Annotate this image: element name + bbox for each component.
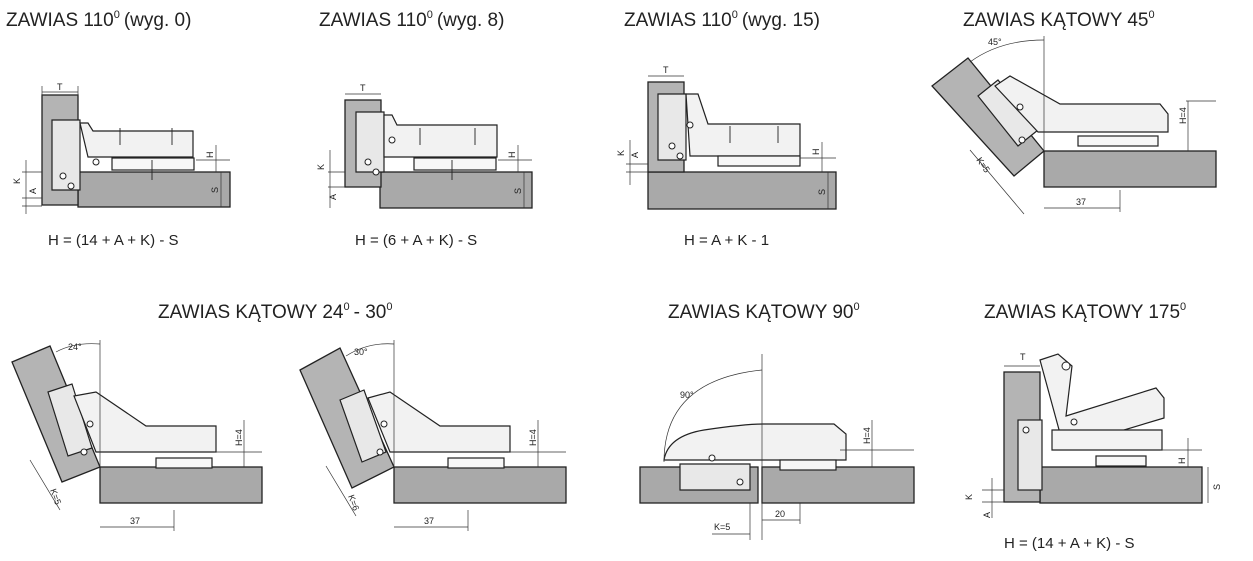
dim-H: H [811, 149, 821, 156]
dim-K: K [316, 164, 326, 170]
dim-S: S [817, 189, 827, 195]
formula-110-overlay-0: H = (14 + A + K) - S [48, 232, 178, 249]
figure-hinge-110-overlay-15: T K A H S [616, 65, 837, 210]
dim-K: K [964, 494, 974, 500]
dim-K5: K=5 [974, 155, 992, 174]
formula-angle-175: H = (14 + A + K) - S [1004, 535, 1134, 552]
dim-S: S [1212, 484, 1222, 490]
dim-T: T [57, 82, 63, 92]
dim-K5: K=5 [48, 487, 63, 506]
title-angle-hinge-175: ZAWIAS KĄTOWY 1750 [984, 301, 1186, 323]
figure-angle-hinge-24: 24° H=4 K=5 37 [11, 340, 263, 531]
title-hinge-110-overlay-8: ZAWIAS 1100(wyg. 8) [319, 9, 504, 31]
dim-T: T [360, 83, 366, 93]
figure-angle-hinge-30: 30° H=4 K=6 37 [299, 340, 567, 531]
figure-angle-hinge-90: 90° H=4 K=5 20 [639, 354, 915, 540]
angle-30: 30° [354, 347, 368, 357]
title-hinge-110-overlay-15: ZAWIAS 1100(wyg. 15) [624, 9, 820, 31]
title-angle-hinge-90: ZAWIAS KĄTOWY 900 [668, 301, 860, 323]
dim-H: H [507, 152, 517, 159]
dim-T: T [663, 65, 669, 75]
dim-37: 37 [1076, 197, 1086, 207]
dim-37: 37 [130, 516, 140, 526]
dim-K5: K=5 [714, 522, 730, 532]
dim-A: A [328, 194, 338, 200]
dim-H: H [205, 152, 215, 159]
dim-H: H [1177, 458, 1187, 465]
dim-K: K [616, 150, 626, 156]
title-angle-hinge-24-30: ZAWIAS KĄTOWY 240- 300 [158, 301, 392, 323]
dim-20: 20 [775, 509, 785, 519]
dim-A: A [982, 512, 992, 518]
title-hinge-110-overlay-0: ZAWIAS 1100(wyg. 0) [6, 9, 191, 31]
figure-hinge-110-overlay-8: T K A H S [316, 83, 533, 209]
dim-S: S [513, 188, 523, 194]
dim-K6: K=6 [346, 493, 361, 512]
dim-37: 37 [424, 516, 434, 526]
dim-A: A [630, 152, 640, 158]
formula-110-overlay-15: H = A + K - 1 [684, 232, 769, 249]
dim-H4: H=4 [1178, 107, 1188, 124]
figure-angle-hinge-175: T K A H S [964, 352, 1222, 518]
dim-S: S [210, 187, 220, 193]
dim-H4: H=4 [528, 429, 538, 446]
dim-A: A [28, 188, 38, 194]
title-angle-hinge-45: ZAWIAS KĄTOWY 450 [963, 9, 1155, 31]
angle-24: 24° [68, 342, 82, 352]
angle-90: 90° [680, 390, 694, 400]
formula-110-overlay-8: H = (6 + A + K) - S [355, 232, 477, 249]
figure-hinge-110-overlay-0: T K A H S [12, 82, 231, 214]
angle-45: 45° [988, 37, 1002, 47]
dim-T: T [1020, 352, 1026, 362]
figure-angle-hinge-45: 45° H=4 K=5 37 [931, 36, 1217, 215]
dim-H4: H=4 [862, 427, 872, 444]
dim-H4: H=4 [234, 429, 244, 446]
dim-K: K [12, 178, 22, 184]
